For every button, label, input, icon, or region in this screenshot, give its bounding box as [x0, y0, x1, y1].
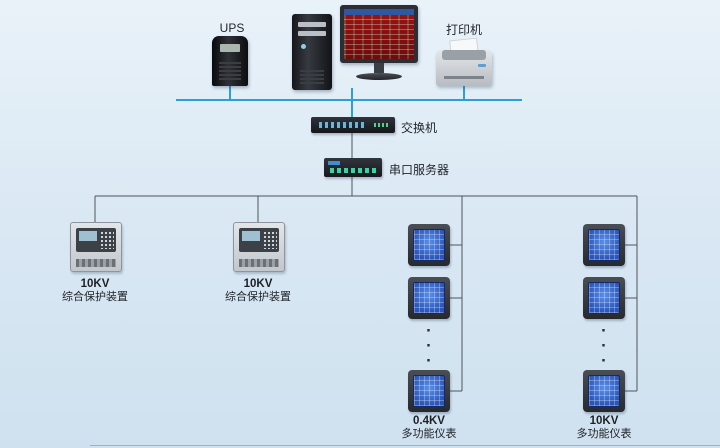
drive-bay — [298, 22, 326, 27]
multifunction-meter — [408, 224, 450, 266]
meter-column-a-label: 0.4KV 多功能仪表 — [381, 415, 477, 441]
relay-terminals — [76, 259, 116, 267]
protection-a-label: 10KV 综合保护装置 — [47, 278, 143, 304]
power-button-icon — [301, 44, 306, 49]
printer-output-slot — [444, 76, 484, 79]
meter-face — [588, 282, 620, 314]
protection-device-b — [233, 222, 285, 272]
meter-face — [588, 375, 620, 407]
meter-face — [588, 229, 620, 261]
protection-b-label: 10KV 综合保护装置 — [210, 278, 306, 304]
protection-b-voltage: 10KV — [243, 278, 273, 290]
ups-device — [212, 36, 248, 86]
monitor-screen — [344, 9, 414, 59]
printer-button — [478, 64, 486, 67]
meter-column-b-label: 10KV 多功能仪表 — [556, 415, 652, 441]
switch-ports — [319, 122, 367, 128]
serial-server-ports — [330, 168, 376, 173]
more-meters-ellipsis: · · · — [601, 321, 607, 370]
serial-server-device — [324, 158, 382, 177]
meter-column-a-voltage: 0.4KV — [413, 415, 445, 427]
more-meters-ellipsis: · · · — [426, 321, 432, 370]
switch-device — [311, 117, 395, 133]
protection-b-name: 综合保护装置 — [225, 291, 291, 303]
ups-display — [220, 44, 240, 52]
multifunction-meter — [583, 370, 625, 412]
meter-column-b-voltage: 10KV — [589, 415, 619, 427]
serial-server-label: 串口服务器 — [389, 163, 450, 177]
ups-vents — [219, 62, 241, 80]
relay-buttons — [263, 231, 277, 249]
printer-cover — [442, 50, 486, 60]
drive-bay — [298, 31, 326, 36]
tower-vents — [300, 70, 324, 84]
meter-face — [413, 282, 445, 314]
multifunction-meter — [408, 370, 450, 412]
protection-a-name: 综合保护装置 — [62, 291, 128, 303]
relay-terminals — [239, 259, 279, 267]
switch-leds — [374, 123, 388, 127]
protection-a-voltage: 10KV — [80, 278, 110, 290]
meter-column-a-name: 多功能仪表 — [401, 428, 457, 440]
relay-lcd — [79, 231, 97, 241]
printer-label: 打印机 — [446, 23, 483, 37]
monitor-base — [356, 73, 402, 80]
relay-buttons — [100, 231, 114, 249]
printer-device — [436, 37, 492, 86]
relay-panel — [239, 228, 279, 252]
meter-column-b-name: 多功能仪表 — [576, 428, 632, 440]
bottom-divider — [90, 445, 720, 446]
relay-lcd — [242, 231, 260, 241]
multifunction-meter — [408, 277, 450, 319]
meter-face — [413, 229, 445, 261]
monitor-device — [340, 5, 418, 63]
ups-label: UPS — [219, 21, 245, 35]
pc-tower-device — [292, 14, 332, 90]
meter-face — [413, 375, 445, 407]
multifunction-meter — [583, 224, 625, 266]
switch-label: 交换机 — [401, 121, 438, 135]
relay-panel — [76, 228, 116, 252]
serial-server-badge — [328, 161, 340, 165]
monitor-neck — [374, 63, 384, 73]
multifunction-meter — [583, 277, 625, 319]
protection-device-a — [70, 222, 122, 272]
